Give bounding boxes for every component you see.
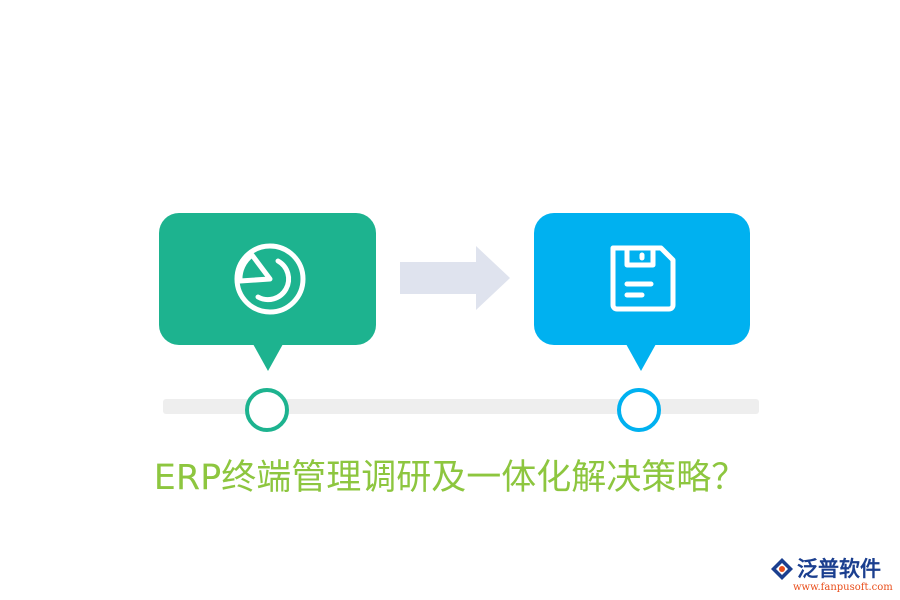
step-card-save (534, 213, 750, 371)
card-pointer (626, 344, 656, 371)
brand-logo[interactable]: 泛普软件 www.fanpusoft.com (763, 556, 893, 596)
headline: ERP终端管理调研及一体化解决策略？ (153, 458, 747, 498)
pie-chart-icon (228, 239, 308, 319)
card-pointer (253, 344, 283, 371)
timeline-track (163, 399, 759, 414)
timeline-node (617, 388, 661, 432)
fanpu-logo-icon (769, 556, 795, 586)
brand-name: 泛普软件 (797, 557, 881, 581)
right-arrow-icon (398, 245, 512, 315)
brand-url: www.fanpusoft.com (793, 582, 893, 593)
step-card-analysis (159, 213, 376, 371)
timeline-node (245, 388, 289, 432)
floppy-disk-icon (606, 243, 678, 315)
